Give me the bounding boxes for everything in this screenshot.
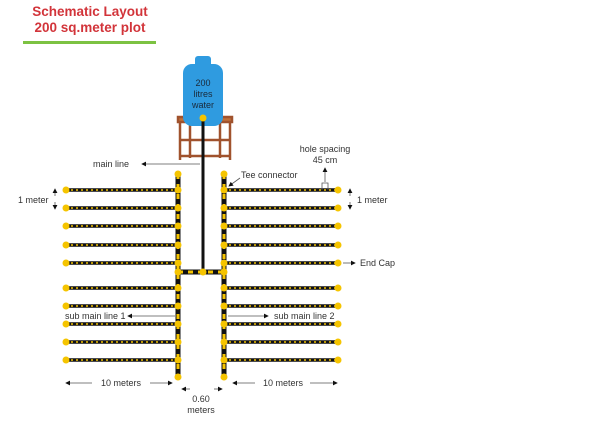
hole-spacing-label: hole spacing <box>300 144 351 154</box>
water-tank: 200 litres water <box>183 56 223 126</box>
end-cap <box>62 338 70 346</box>
end-cap <box>334 204 342 212</box>
end-cap <box>62 259 70 267</box>
tee-connector <box>174 204 182 212</box>
tee-connector <box>220 338 228 346</box>
left-length-label: 10 meters <box>101 378 142 388</box>
header-tee <box>220 268 228 276</box>
tee-connector <box>220 259 228 267</box>
header-tee <box>174 268 182 276</box>
sub-main-end-cap <box>220 170 228 178</box>
end-cap <box>62 241 70 249</box>
sub-main-line-2-label: sub main line 2 <box>274 311 335 321</box>
tee-connector <box>220 204 228 212</box>
end-cap <box>62 204 70 212</box>
end-cap-label: End Cap <box>360 258 395 268</box>
tee-connector <box>174 241 182 249</box>
end-cap <box>62 222 70 230</box>
end-cap <box>334 320 342 328</box>
tee-connector <box>174 320 182 328</box>
gap-value-label: 0.60 <box>192 394 210 404</box>
end-cap <box>334 186 342 194</box>
end-cap <box>334 284 342 292</box>
end-cap <box>62 356 70 364</box>
lateral-spacing-right-label: 1 meter <box>357 195 388 205</box>
end-cap <box>334 241 342 249</box>
sub-main-end-cap <box>220 373 228 381</box>
end-cap <box>334 338 342 346</box>
sub-main-end-cap <box>174 170 182 178</box>
title-line-2: 200 sq.meter plot <box>34 20 146 35</box>
tee-connector <box>220 284 228 292</box>
tee-connector <box>174 284 182 292</box>
tee-connector <box>220 302 228 310</box>
title-underline <box>23 41 156 44</box>
sub-main-end-cap <box>174 373 182 381</box>
end-cap <box>334 259 342 267</box>
diagram-title: Schematic Layout 200 sq.meter plot <box>0 4 180 36</box>
end-cap <box>62 186 70 194</box>
tank-unit: litres <box>193 89 213 99</box>
pipe-network <box>62 170 342 381</box>
main-line-label: main line <box>93 159 129 169</box>
tee-connector <box>174 186 182 194</box>
gap-unit-label: meters <box>187 405 215 415</box>
tank-outlet <box>199 114 207 122</box>
tank-capacity: 200 <box>195 78 210 88</box>
tee-connector <box>174 356 182 364</box>
title-line-1: Schematic Layout <box>32 4 148 19</box>
tank-content: water <box>191 100 214 110</box>
end-cap <box>62 302 70 310</box>
tee-connector <box>220 356 228 364</box>
sub-main-line-1-label: sub main line 1 <box>65 311 126 321</box>
tee-connector <box>174 259 182 267</box>
tee-connector <box>220 222 228 230</box>
right-length-label: 10 meters <box>263 378 304 388</box>
tee-connector <box>174 302 182 310</box>
tee-connector <box>174 222 182 230</box>
tee-connector-label: Tee connector <box>241 170 298 180</box>
tee-connector <box>220 186 228 194</box>
end-cap <box>62 284 70 292</box>
end-cap <box>334 356 342 364</box>
tee-connector <box>174 338 182 346</box>
end-cap <box>334 222 342 230</box>
header-tee <box>199 268 207 276</box>
tee-connector <box>220 320 228 328</box>
hole-spacing-value: 45 cm <box>313 155 338 165</box>
end-cap <box>62 320 70 328</box>
lateral-spacing-left-label: 1 meter <box>18 195 49 205</box>
tee-connector <box>220 241 228 249</box>
end-cap <box>334 302 342 310</box>
